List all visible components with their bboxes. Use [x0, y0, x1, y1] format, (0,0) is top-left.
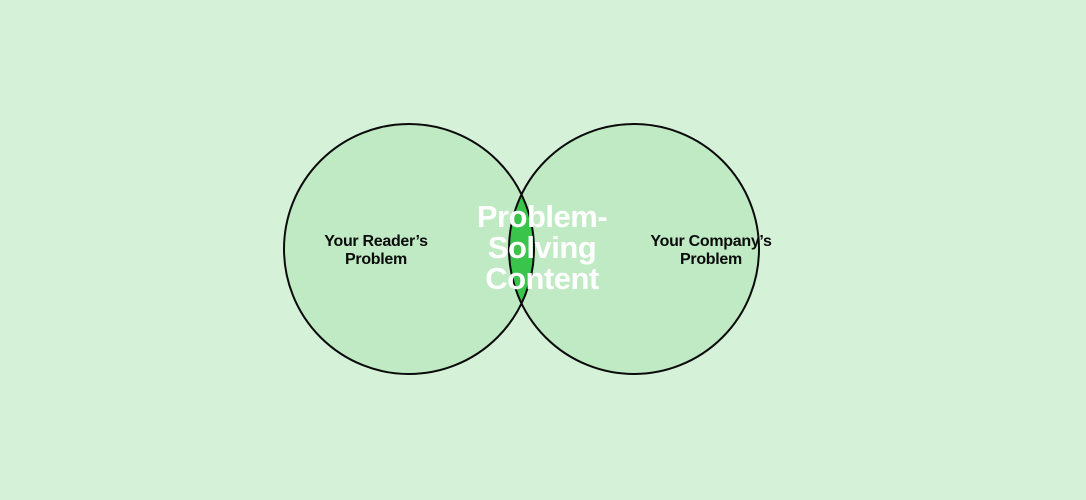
left-circle-label: Your Reader’s Problem — [276, 233, 476, 269]
left-circle-outline — [283, 123, 535, 375]
intersection-label-line-1: Problem- — [476, 199, 608, 234]
left-circle-label-line-1: Your Reader’s — [324, 233, 428, 250]
left-circle-label-line-2: Problem — [345, 251, 407, 268]
intersection-label: Problem- Solving Content — [442, 201, 642, 294]
intersection-label-line-2: Solving — [487, 230, 597, 265]
right-circle-label-line-2: Problem — [680, 251, 742, 268]
right-circle — [509, 124, 759, 374]
left-circle — [284, 124, 534, 374]
right-circle-outline — [508, 123, 760, 375]
right-circle-label: Your Company’s Problem — [611, 233, 811, 269]
right-circle-label-line-1: Your Company’s — [650, 233, 772, 250]
intersection-label-line-3: Content — [485, 261, 599, 296]
